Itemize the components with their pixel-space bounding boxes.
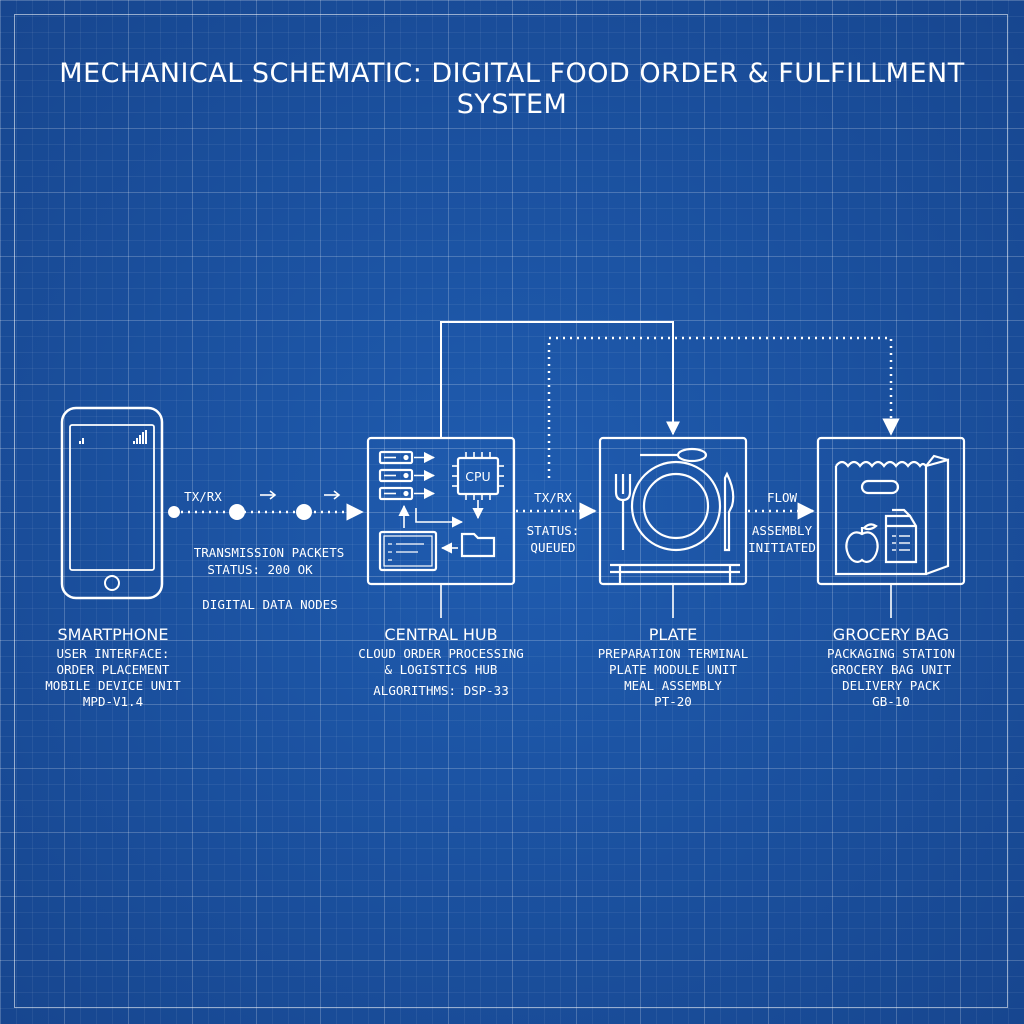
smartphone-icon bbox=[60, 406, 164, 600]
central-hub-line: & LOGISTICS HUB bbox=[384, 662, 498, 677]
page-title: MECHANICAL SCHEMATIC: DIGITAL FOOD ORDER… bbox=[59, 58, 965, 120]
data-node bbox=[168, 506, 180, 518]
initiated-label: INITIATED bbox=[748, 540, 816, 555]
digital-data-nodes-label: DIGITAL DATA NODES bbox=[202, 597, 338, 612]
plate-line: PT-20 bbox=[654, 694, 692, 709]
central-hub-name: CENTRAL HUB bbox=[384, 625, 498, 644]
grocery-bag-name: GROCERY BAG bbox=[832, 625, 950, 644]
data-node bbox=[296, 504, 312, 520]
data-node bbox=[229, 504, 245, 520]
smartphone-line: ORDER PLACEMENT bbox=[56, 662, 170, 677]
grocery-bag-line: GROCERY BAG UNIT bbox=[830, 662, 952, 677]
plate-icon bbox=[598, 436, 748, 586]
hub-plate-link-label: TX/RX bbox=[534, 490, 572, 505]
folder-icon bbox=[460, 532, 496, 558]
grocery-bag-line: DELIVERY PACK bbox=[842, 678, 940, 693]
plate-bag-link-label: FLOW bbox=[766, 490, 798, 505]
leader-lines bbox=[440, 584, 892, 618]
hub-plate-status-value: QUEUED bbox=[530, 540, 576, 555]
central-hub-line: CLOUD ORDER PROCESSING bbox=[358, 646, 524, 661]
hub-plate-status-label: STATUS: bbox=[526, 523, 580, 538]
central-hub-algorithms: ALGORITHMS: DSP-33 bbox=[373, 683, 509, 698]
smartphone-name: SMARTPHONE bbox=[57, 625, 169, 644]
plate-name: PLATE bbox=[648, 625, 698, 644]
grocery-bag-line: PACKAGING STATION bbox=[827, 646, 955, 661]
plate-line: MEAL ASSEMBLY bbox=[624, 678, 722, 693]
plate-line: PREPARATION TERMINAL bbox=[597, 646, 749, 661]
smartphone-line: USER INTERFACE: bbox=[56, 646, 170, 661]
phone-hub-link-label: TX/RX bbox=[184, 489, 222, 504]
transmission-status-label: STATUS: 200 OK bbox=[207, 562, 313, 577]
grocery-bag-line: GB-10 bbox=[872, 694, 910, 709]
grocery-bag-icon bbox=[816, 436, 966, 586]
smartphone-line: MOBILE DEVICE UNIT bbox=[45, 678, 181, 693]
feedback-loop-lines bbox=[440, 321, 900, 478]
server-hub-icon bbox=[366, 436, 516, 586]
smartphone-line: MPD-V1.4 bbox=[82, 694, 144, 709]
assembly-label: ASSEMBLY bbox=[751, 523, 813, 538]
cpu-label: CPU bbox=[465, 469, 490, 484]
transmission-packets-label: TRANSMISSION PACKETS bbox=[193, 545, 345, 560]
plate-line: PLATE MODULE UNIT bbox=[609, 662, 737, 677]
blueprint-frame bbox=[14, 14, 1008, 1008]
link-phone-hub bbox=[168, 490, 364, 521]
